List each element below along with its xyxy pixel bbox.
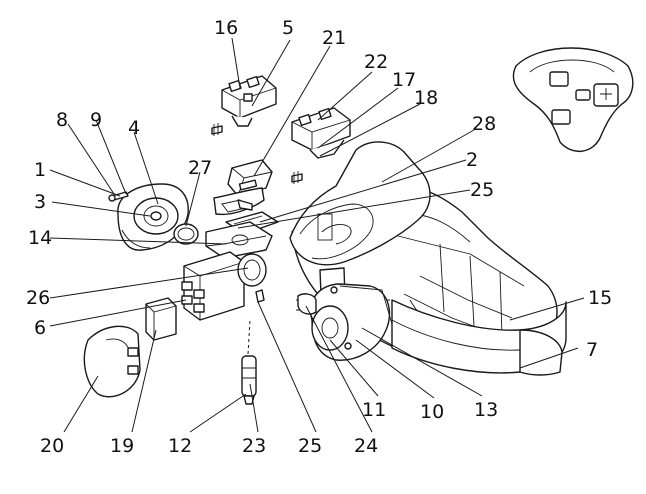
callout-9: 9 [90,109,102,131]
callout-19: 19 [110,435,134,457]
leader-11 [329,339,379,397]
callout-8: 8 [56,109,68,131]
leader-12 [189,393,247,433]
callout-28: 28 [472,113,496,135]
callout-1: 1 [34,159,46,181]
leader-13 [361,327,483,397]
leader-23 [249,383,259,433]
callout-3: 3 [34,191,46,213]
callout-14: 14 [28,227,52,249]
leader-25-top [237,189,471,229]
callout-18: 18 [414,87,438,109]
callout-4: 4 [128,117,140,139]
callout-12: 12 [168,435,192,457]
leader-25-bottom [257,301,317,433]
leader-14 [49,237,227,245]
callout-23: 23 [242,435,266,457]
callout-labels: 16 5 21 22 17 18 28 8 9 4 27 1 3 14 2 25… [26,17,612,457]
leader-24 [305,305,373,433]
leader-lines [49,37,585,433]
leader-1 [49,169,121,197]
inset-top-view [512,47,634,152]
leader-21 [253,45,331,177]
callout-22: 22 [364,51,388,73]
leader-26 [49,267,249,299]
leader-17 [317,87,399,149]
callout-2: 2 [466,149,478,171]
callout-7: 7 [586,339,598,361]
callout-25-bottom: 25 [298,435,322,457]
leader-28 [381,129,475,183]
leader-2 [259,159,467,223]
leader-18 [319,103,421,157]
leader-4 [133,131,159,205]
callout-11: 11 [362,399,386,421]
callout-21: 21 [322,27,346,49]
callout-25-top: 25 [470,179,494,201]
leader-22 [317,71,373,121]
callout-13: 13 [474,399,498,421]
leader-6 [49,299,187,327]
callout-16: 16 [214,17,238,39]
leader-16 [231,37,241,89]
leader-3 [51,201,151,217]
leader-15 [509,297,585,321]
callout-20: 20 [40,435,64,457]
leader-9 [95,119,127,195]
callout-15: 15 [588,287,612,309]
callout-26: 26 [26,287,50,309]
callout-17: 17 [392,69,416,91]
parts-illustration [83,47,634,405]
leader-5 [251,39,291,107]
leader-8 [67,123,115,195]
leader-19 [131,329,157,433]
leader-27 [185,171,201,227]
callout-27: 27 [188,157,212,179]
callout-6: 6 [34,317,46,339]
leader-7 [519,347,579,369]
callout-24: 24 [354,435,378,457]
leader-10 [355,339,435,399]
callout-5: 5 [282,17,294,39]
callout-10: 10 [420,401,444,423]
leader-20 [63,375,99,433]
